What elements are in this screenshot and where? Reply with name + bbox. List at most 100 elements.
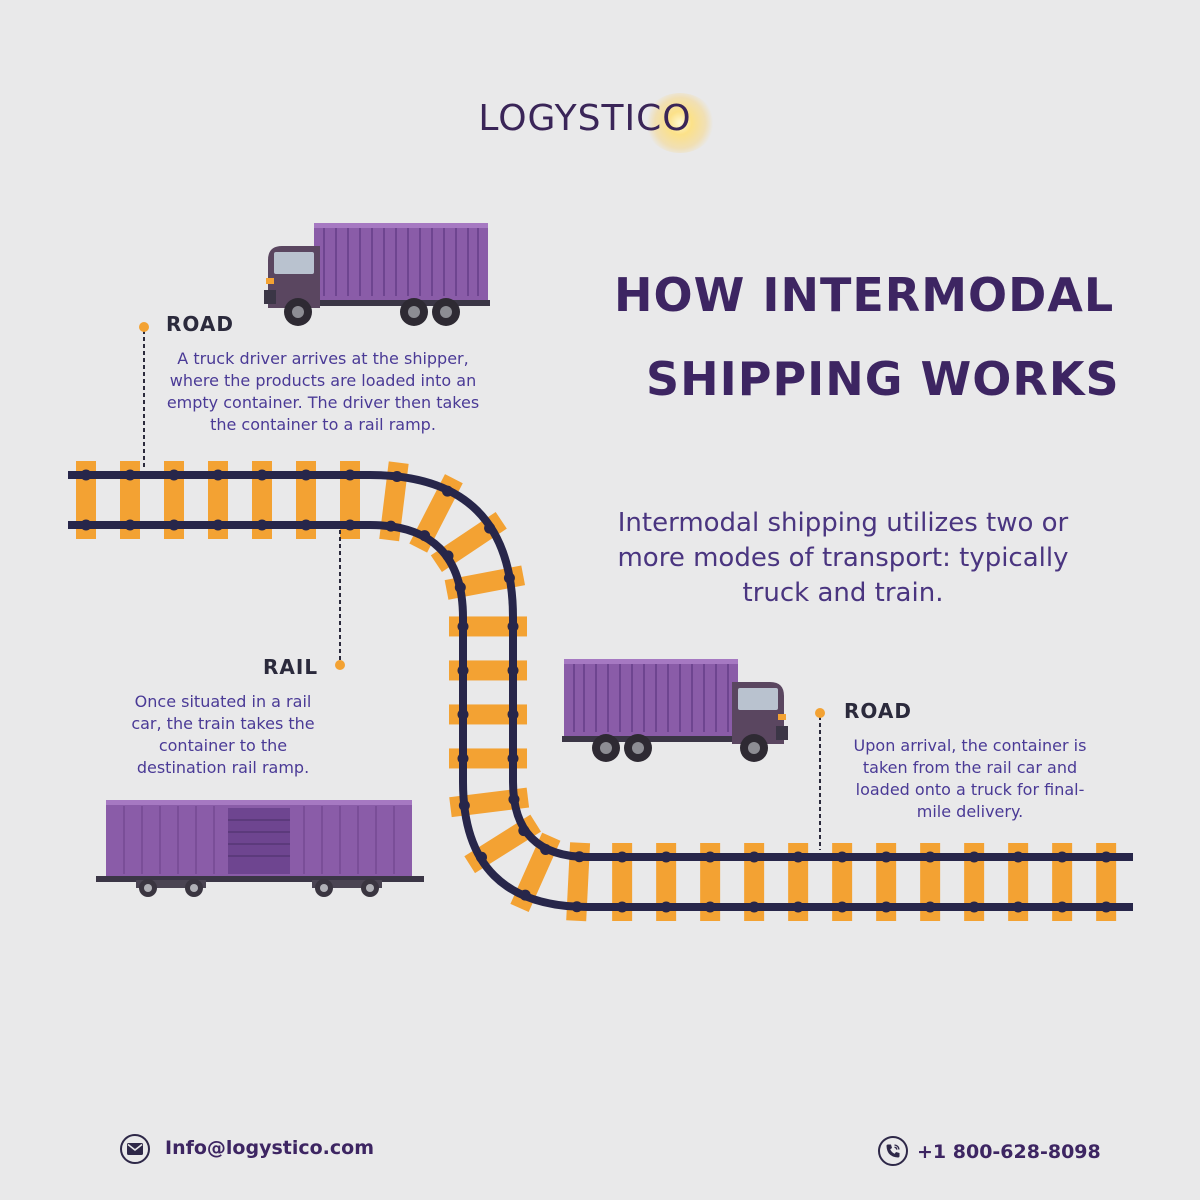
rail-bolt: [168, 519, 180, 531]
step-label-rail: RAIL: [263, 655, 319, 679]
rail-bolt: [924, 851, 936, 863]
rail-bolt: [441, 485, 453, 497]
railway-tie: [744, 843, 765, 921]
rail-bolt: [457, 708, 469, 720]
rail-bolt: [616, 901, 628, 913]
rail-bolt: [458, 799, 470, 811]
rail-car-door: [228, 808, 290, 874]
rail-bolt: [519, 889, 531, 901]
container-body: [314, 223, 488, 301]
rail-bolt: [419, 530, 431, 542]
rail-bolt: [507, 752, 519, 764]
intro-text: Intermodal shipping utilizes two or more…: [617, 508, 1069, 608]
rail-bolt: [168, 469, 180, 481]
railway-tie: [566, 842, 591, 922]
step-description-road-2: Upon arrival, the container is taken fro…: [853, 736, 1087, 821]
railway-tie: [832, 843, 853, 921]
page-title-line-2: SHIPPING WORKS: [646, 352, 1120, 406]
rail-bolt: [836, 851, 848, 863]
railway-tie: [120, 461, 140, 539]
rail-bolt: [704, 851, 716, 863]
rail-bolt: [507, 664, 519, 676]
railway-tie: [379, 461, 409, 542]
rail-bolt: [704, 901, 716, 913]
railway-tie: [449, 704, 527, 725]
rail-car-icon: [96, 800, 424, 897]
rail-inner: [68, 521, 1133, 911]
railway-tie: [700, 843, 721, 921]
email-link[interactable]: Info@logystico.com: [165, 1137, 375, 1159]
page-title-line-1: HOW INTERMODAL: [614, 268, 1115, 322]
rail-bolt: [507, 708, 519, 720]
rail-bolt: [792, 901, 804, 913]
container-ribs: [323, 228, 479, 296]
rail-bolt: [1056, 851, 1068, 863]
railway-tie: [920, 843, 941, 921]
railway-tie: [1096, 843, 1117, 921]
rail-bolt: [508, 793, 520, 805]
rail-bolt: [616, 851, 628, 863]
railway-tie: [876, 843, 897, 921]
rail-bolt: [792, 851, 804, 863]
railway-tie: [76, 461, 96, 539]
step-description-rail: Once situated in a rail car, the train t…: [131, 692, 315, 777]
rail-bolt: [391, 471, 403, 483]
railway-tie: [252, 461, 272, 539]
rail-bolt: [1012, 851, 1024, 863]
railway-ties: [76, 461, 1117, 922]
rail-bolt: [836, 901, 848, 913]
logo-glow: [645, 93, 715, 153]
rail-bolt: [80, 519, 92, 531]
rail-bolt: [503, 572, 515, 584]
rail-bolt: [124, 469, 136, 481]
rail-bolt: [968, 901, 980, 913]
rail-bolt: [256, 469, 268, 481]
railway-tie: [449, 616, 527, 637]
rail-bolt: [212, 469, 224, 481]
brand-logo: LOGYSTICO: [478, 98, 692, 139]
email-icon[interactable]: [120, 1134, 150, 1164]
step-description-road-1: A truck driver arrives at the shipper, w…: [166, 349, 480, 434]
rail-bolt: [507, 620, 519, 632]
rail-bolt: [442, 550, 454, 562]
rail-bolt: [457, 752, 469, 764]
rail-bolt: [748, 851, 760, 863]
railway-tie: [208, 461, 228, 539]
step-label-road-1: ROAD: [166, 312, 234, 336]
rail-bolt: [385, 520, 397, 532]
rail-bolts: [80, 469, 1112, 913]
phone-icon[interactable]: [878, 1136, 908, 1166]
rail-bolt: [457, 664, 469, 676]
railway-tie: [449, 660, 527, 681]
marker-dot-road-2: [815, 708, 825, 718]
railway-tie: [1008, 843, 1029, 921]
rail-bolt: [344, 519, 356, 531]
rail-car-wheels: [136, 879, 382, 897]
rail-bolt: [660, 851, 672, 863]
railway-tie: [164, 461, 184, 539]
rail-bolt: [212, 519, 224, 531]
rail-bolt: [571, 901, 583, 913]
rail-bolt: [968, 851, 980, 863]
rail-bolt: [880, 901, 892, 913]
rail-bolt: [880, 851, 892, 863]
railway-tie: [964, 843, 985, 921]
rail-bolt: [1100, 851, 1112, 863]
railway-tie: [788, 843, 809, 921]
rail-bolt: [1100, 901, 1112, 913]
phone-link[interactable]: +1 800-628-8098: [917, 1141, 1101, 1163]
railway-tie: [612, 843, 633, 921]
rail-bolt: [124, 519, 136, 531]
rail-bolt: [454, 581, 466, 593]
rail-bolt: [540, 843, 552, 855]
rail-bolt: [573, 851, 585, 863]
step-label-road-2: ROAD: [844, 699, 912, 723]
marker-dot-road-1: [139, 322, 149, 332]
rail-bolt: [476, 851, 488, 863]
railway-tie: [340, 461, 360, 539]
rail-bolt: [1012, 901, 1024, 913]
railway-tie: [296, 461, 316, 539]
rail-bolt: [924, 901, 936, 913]
